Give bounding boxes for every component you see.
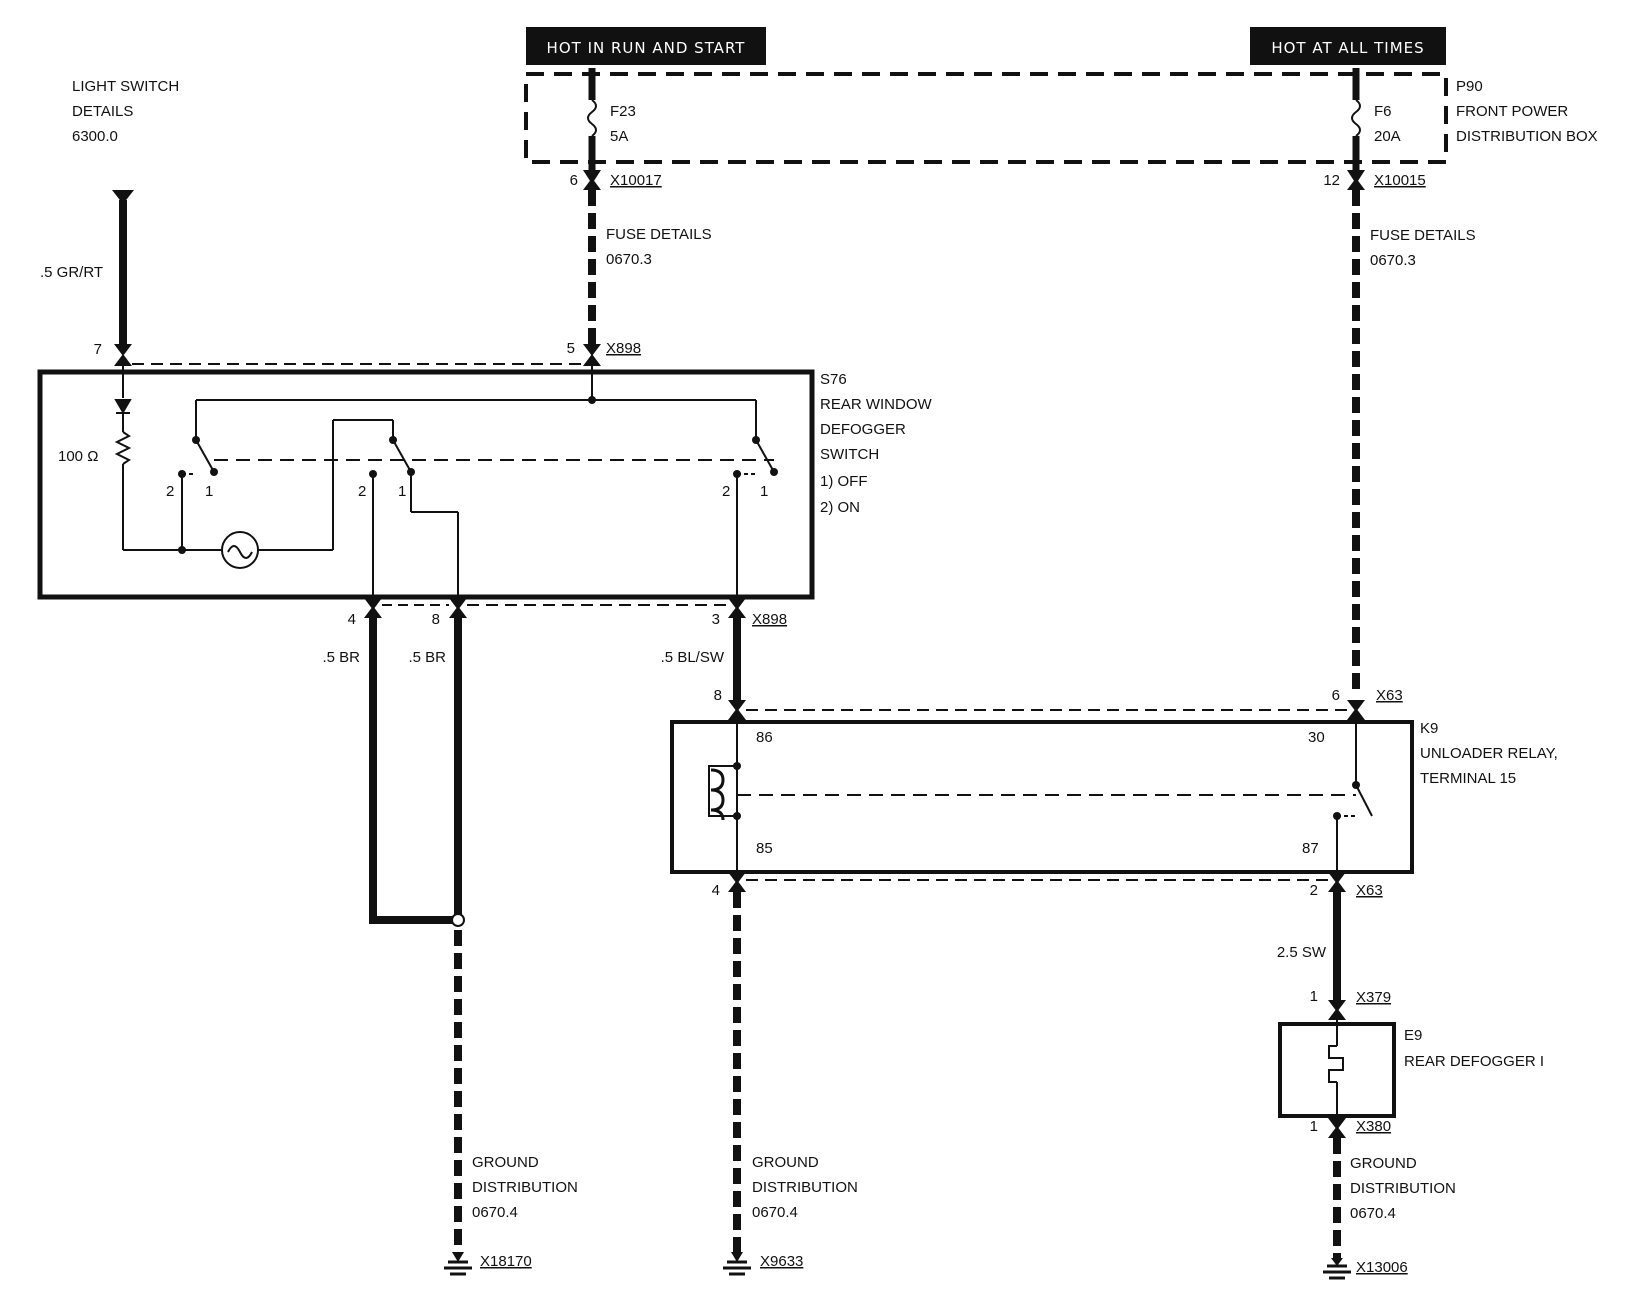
s76-contact-a1: 1 — [205, 483, 213, 500]
connector-x9633: X9633 — [760, 1253, 803, 1270]
ground-1-label-2: DISTRIBUTION — [472, 1179, 578, 1196]
wire-label-br-a: .5 BR — [322, 649, 360, 666]
k9-internal-circuit — [708, 720, 1373, 880]
fuse-f23-pin: 6 — [570, 172, 578, 189]
fuse-f23-name: F23 — [610, 103, 636, 120]
ground-2-label-1: GROUND — [752, 1154, 819, 1171]
s76-contact-c2: 2 — [722, 483, 730, 500]
wire-label-bl-sw: .5 BL/SW — [661, 649, 725, 666]
connector-x18170: X18170 — [480, 1253, 532, 1270]
connector-x63-top: X63 — [1376, 687, 1403, 704]
ground-3-label-1: GROUND — [1350, 1155, 1417, 1172]
s76-contact-b1: 1 — [398, 483, 406, 500]
s76-position-off: 1) OFF — [820, 473, 868, 490]
p90-id: P90 — [1456, 78, 1483, 95]
connector-x898-bottom: X898 — [752, 611, 787, 628]
k9-id: K9 — [1420, 720, 1438, 737]
fuse-f23-rating: 5A — [610, 128, 628, 145]
fuse-f23 — [583, 68, 601, 190]
s76-pin-8: 8 — [432, 611, 440, 628]
k9-relay-box — [670, 720, 1414, 874]
k9-terminal-86: 86 — [756, 729, 773, 746]
s76-id: S76 — [820, 371, 847, 388]
fuse-details-right-label: FUSE DETAILS — [1370, 227, 1476, 244]
k9-pin-8: 8 — [714, 687, 722, 704]
k9-pin-2: 2 — [1310, 882, 1318, 899]
connector-x13006: X13006 — [1356, 1259, 1408, 1276]
wire-br-a — [369, 618, 458, 924]
s76-pin-7: 7 — [94, 341, 102, 358]
e9-pin-top: 1 — [1310, 988, 1318, 1005]
fuse-details-left-code: 0670.3 — [606, 251, 652, 268]
ground-3-code: 0670.4 — [1350, 1205, 1396, 1222]
fuse-f6-pin: 12 — [1323, 172, 1340, 189]
ground-2-icon — [723, 1252, 751, 1276]
light-switch-label-1: LIGHT SWITCH — [72, 78, 179, 95]
fuse-f6 — [1347, 68, 1365, 190]
s76-position-on: 2) ON — [820, 499, 860, 516]
s76-switch-box — [37, 369, 815, 600]
s76-label-1: REAR WINDOW — [820, 396, 933, 413]
banner-hot-in-run-and-start: HOT IN RUN AND START — [526, 27, 766, 65]
e9-label: REAR DEFOGGER I — [1404, 1053, 1544, 1070]
e9-pin-bottom: 1 — [1310, 1118, 1318, 1135]
e9-id: E9 — [1404, 1027, 1422, 1044]
connector-x380: X380 — [1356, 1118, 1391, 1135]
ground-1-label-1: GROUND — [472, 1154, 539, 1171]
s76-resistor-value: 100 Ω — [58, 448, 98, 465]
p90-label-1: FRONT POWER — [1456, 103, 1568, 120]
ground-3-icon — [1323, 1258, 1351, 1280]
s76-contact-a2: 2 — [166, 483, 174, 500]
connector-x10015: X10015 — [1374, 172, 1426, 189]
k9-terminal-85: 85 — [756, 840, 773, 857]
fuse-details-right-code: 0670.3 — [1370, 252, 1416, 269]
fuse-f6-rating: 20A — [1374, 128, 1401, 145]
s76-pin-4: 4 — [348, 611, 356, 628]
ground-2-label-2: DISTRIBUTION — [752, 1179, 858, 1196]
banner-run-start-text: HOT IN RUN AND START — [547, 39, 746, 57]
s76-pin-3: 3 — [712, 611, 720, 628]
s76-label-2: DEFOGGER — [820, 421, 906, 438]
light-switch-label-2: DETAILS — [72, 103, 133, 120]
wire-label-sw: 2.5 SW — [1277, 944, 1327, 961]
light-switch-arrow-icon — [112, 190, 134, 204]
connector-x379: X379 — [1356, 989, 1391, 1006]
k9-terminal-87: 87 — [1302, 840, 1319, 857]
s76-contact-c1: 1 — [760, 483, 768, 500]
k9-label-2: TERMINAL 15 — [1420, 770, 1516, 787]
s76-label-3: SWITCH — [820, 446, 879, 463]
fuse-details-left-label: FUSE DETAILS — [606, 226, 712, 243]
k9-label-1: UNLOADER RELAY, — [1420, 745, 1558, 762]
s76-pin-5: 5 — [567, 340, 575, 357]
ground-1-code: 0670.4 — [472, 1204, 518, 1221]
s76-contact-b2: 2 — [358, 483, 366, 500]
p90-distribution-box — [524, 72, 1448, 164]
connector-x63-bottom: X63 — [1356, 882, 1383, 899]
s76-contact-dots — [178, 396, 778, 554]
connector-x10017: X10017 — [610, 172, 662, 189]
banner-all-times-text: HOT AT ALL TIMES — [1271, 39, 1424, 57]
ground-1-icon — [444, 1252, 472, 1276]
ground-2-code: 0670.4 — [752, 1204, 798, 1221]
light-switch-code: 6300.0 — [72, 128, 118, 145]
wire-label-br-b: .5 BR — [408, 649, 446, 666]
connector-x898-top: X898 — [606, 340, 641, 357]
k9-pin-6: 6 — [1332, 687, 1340, 704]
s76-internal-circuit — [114, 366, 775, 598]
k9-pin-4: 4 — [712, 882, 720, 899]
ground-3-label-2: DISTRIBUTION — [1350, 1180, 1456, 1197]
fuse-f6-name: F6 — [1374, 103, 1392, 120]
wire-label-gr-rt: .5 GR/RT — [40, 264, 103, 281]
banner-hot-at-all-times: HOT AT ALL TIMES — [1250, 27, 1446, 65]
k9-terminal-30: 30 — [1308, 729, 1325, 746]
e9-heater-element-icon — [1328, 1020, 1344, 1124]
p90-label-2: DISTRIBUTION BOX — [1456, 128, 1598, 145]
